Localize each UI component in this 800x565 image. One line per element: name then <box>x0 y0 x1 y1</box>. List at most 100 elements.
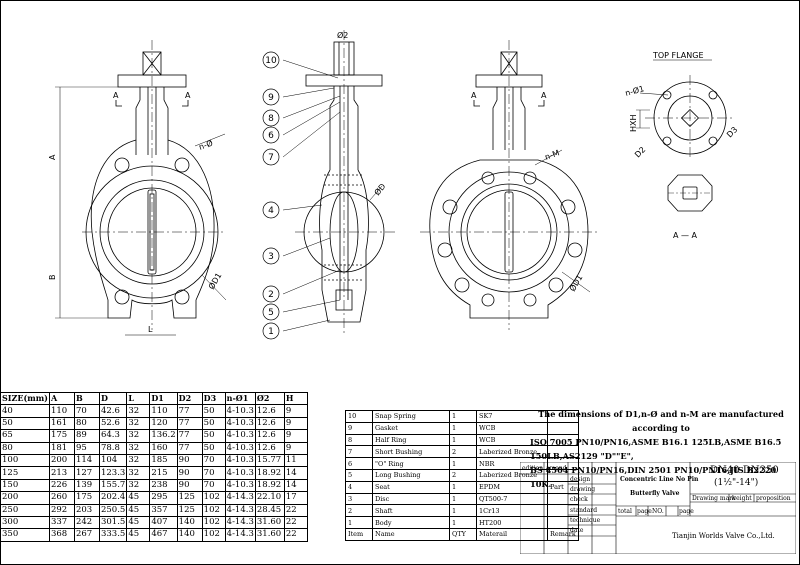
engineering-views: TOP FLANGE A — A Ø2 ØD ØD1 n-Ø n-M ØD1 n… <box>48 30 739 340</box>
cut-A-right: A <box>185 91 191 100</box>
dims-cell: 181 <box>48 441 75 455</box>
side-section-view <box>282 30 395 335</box>
top-flange-title: TOP FLANGE <box>652 51 704 60</box>
dims-cell: 185 <box>149 453 178 468</box>
dims-cell: 139 <box>73 478 100 493</box>
svg-text:7: 7 <box>268 153 274 163</box>
dims-cell: 17 <box>283 491 308 505</box>
svg-text:1: 1 <box>268 327 274 337</box>
dims-cell: 52.6 <box>98 416 128 431</box>
dims-cell: 12.6 <box>254 404 285 418</box>
bom-cell: 2 <box>449 468 477 482</box>
bom-cell: Materail <box>476 527 548 541</box>
dims-cell: 125 <box>176 503 203 517</box>
dims-cell: 18.92 <box>254 466 285 480</box>
dims-cell: 267 <box>73 528 100 542</box>
tb-design: design <box>570 476 591 483</box>
bom-cell: Snap Spring <box>372 410 450 423</box>
dims-cell: 70 <box>73 404 100 418</box>
dims-cell: 11 <box>283 453 308 468</box>
dims-cell: 4-14.3 <box>224 515 256 530</box>
dims-cell: 32 <box>126 466 151 480</box>
bom-cell: 1 <box>345 516 373 529</box>
n-phi-label: n-Ø <box>197 138 214 152</box>
bom-cell: Remark <box>547 527 579 541</box>
bom-cell: Half Ring <box>372 433 450 447</box>
dims-cell: 300 <box>0 515 50 530</box>
dims-cell: 100 <box>0 453 50 468</box>
dims-cell: 200 <box>0 491 50 505</box>
dims-cell: 45 <box>126 491 151 505</box>
dims-cell: 70 <box>201 478 226 493</box>
dims-header-cell: D2 <box>176 391 203 406</box>
bom-cell: EPDM <box>476 480 548 494</box>
bom-cell <box>547 492 579 506</box>
dims-cell: 136.2 <box>149 429 178 443</box>
tb-proposition: proposition <box>756 495 791 502</box>
bom-cell: 1 <box>449 433 477 447</box>
dims-cell: 64.3 <box>98 429 128 443</box>
dims-cell: 70 <box>201 466 226 480</box>
dims-cell: 22.10 <box>254 491 285 505</box>
dims-header-cell: n-Ø1 <box>224 391 256 406</box>
dims-cell: 95 <box>73 441 100 455</box>
bom-cell: 1 <box>449 480 477 494</box>
bom-cell <box>547 457 579 470</box>
dims-cell: 18.92 <box>254 478 285 493</box>
bom-cell: WCB <box>476 433 548 447</box>
dims-cell: 4-10.3 <box>224 429 256 443</box>
dims-cell: 4-14.3 <box>224 491 256 505</box>
balloon-2: 2 <box>262 285 280 303</box>
dims-cell: 102 <box>201 503 226 517</box>
dims-header-cell: Ø2 <box>254 391 285 406</box>
dims-cell: 215 <box>149 466 178 480</box>
tb-edition: edition <box>522 465 544 472</box>
bom-cell <box>547 410 579 423</box>
dims-cell: 90 <box>176 478 203 493</box>
dims-cell: 333.5 <box>98 528 128 542</box>
dims-cell: 213 <box>48 466 75 480</box>
dims-cell: 4-10.3 <box>224 453 256 468</box>
svg-text:10: 10 <box>265 56 277 66</box>
dims-cell: 90 <box>176 453 203 468</box>
bom-cell: Gasket <box>372 421 450 435</box>
front-view-lug <box>420 40 600 330</box>
tb-drawing: drawing <box>570 486 596 493</box>
dims-header-cell: L <box>126 391 151 406</box>
dims-cell: 140 <box>176 528 203 542</box>
bom-cell: QT500-7 <box>476 492 548 506</box>
dims-cell: 50 <box>201 416 226 431</box>
dims-cell: 14 <box>283 466 308 480</box>
dims-cell: 89 <box>73 429 100 443</box>
dims-cell: 238 <box>149 478 178 493</box>
dims-header-cell: D <box>98 391 128 406</box>
bom-cell: WCB <box>476 421 548 435</box>
bom-cell: Long Bushing <box>372 468 450 482</box>
dims-cell: 102 <box>201 528 226 542</box>
bom-cell: Laberized Bronze <box>476 445 548 459</box>
dims-cell: 9 <box>283 404 308 418</box>
dims-cell: 407 <box>149 515 178 530</box>
bom-cell: 2 <box>449 445 477 459</box>
standards-note: The dimensions of D1,n-Ø and n-M are man… <box>530 407 792 491</box>
dims-cell: 104 <box>98 453 128 468</box>
dims-cell: 114 <box>73 453 100 468</box>
dims-cell: 127 <box>73 466 100 480</box>
dims-cell: 22 <box>283 515 308 530</box>
n-M-label: n-M <box>544 148 561 162</box>
dims-cell: 110 <box>149 404 178 418</box>
dims-cell: 12.6 <box>254 441 285 455</box>
dims-cell: 12.6 <box>254 416 285 431</box>
